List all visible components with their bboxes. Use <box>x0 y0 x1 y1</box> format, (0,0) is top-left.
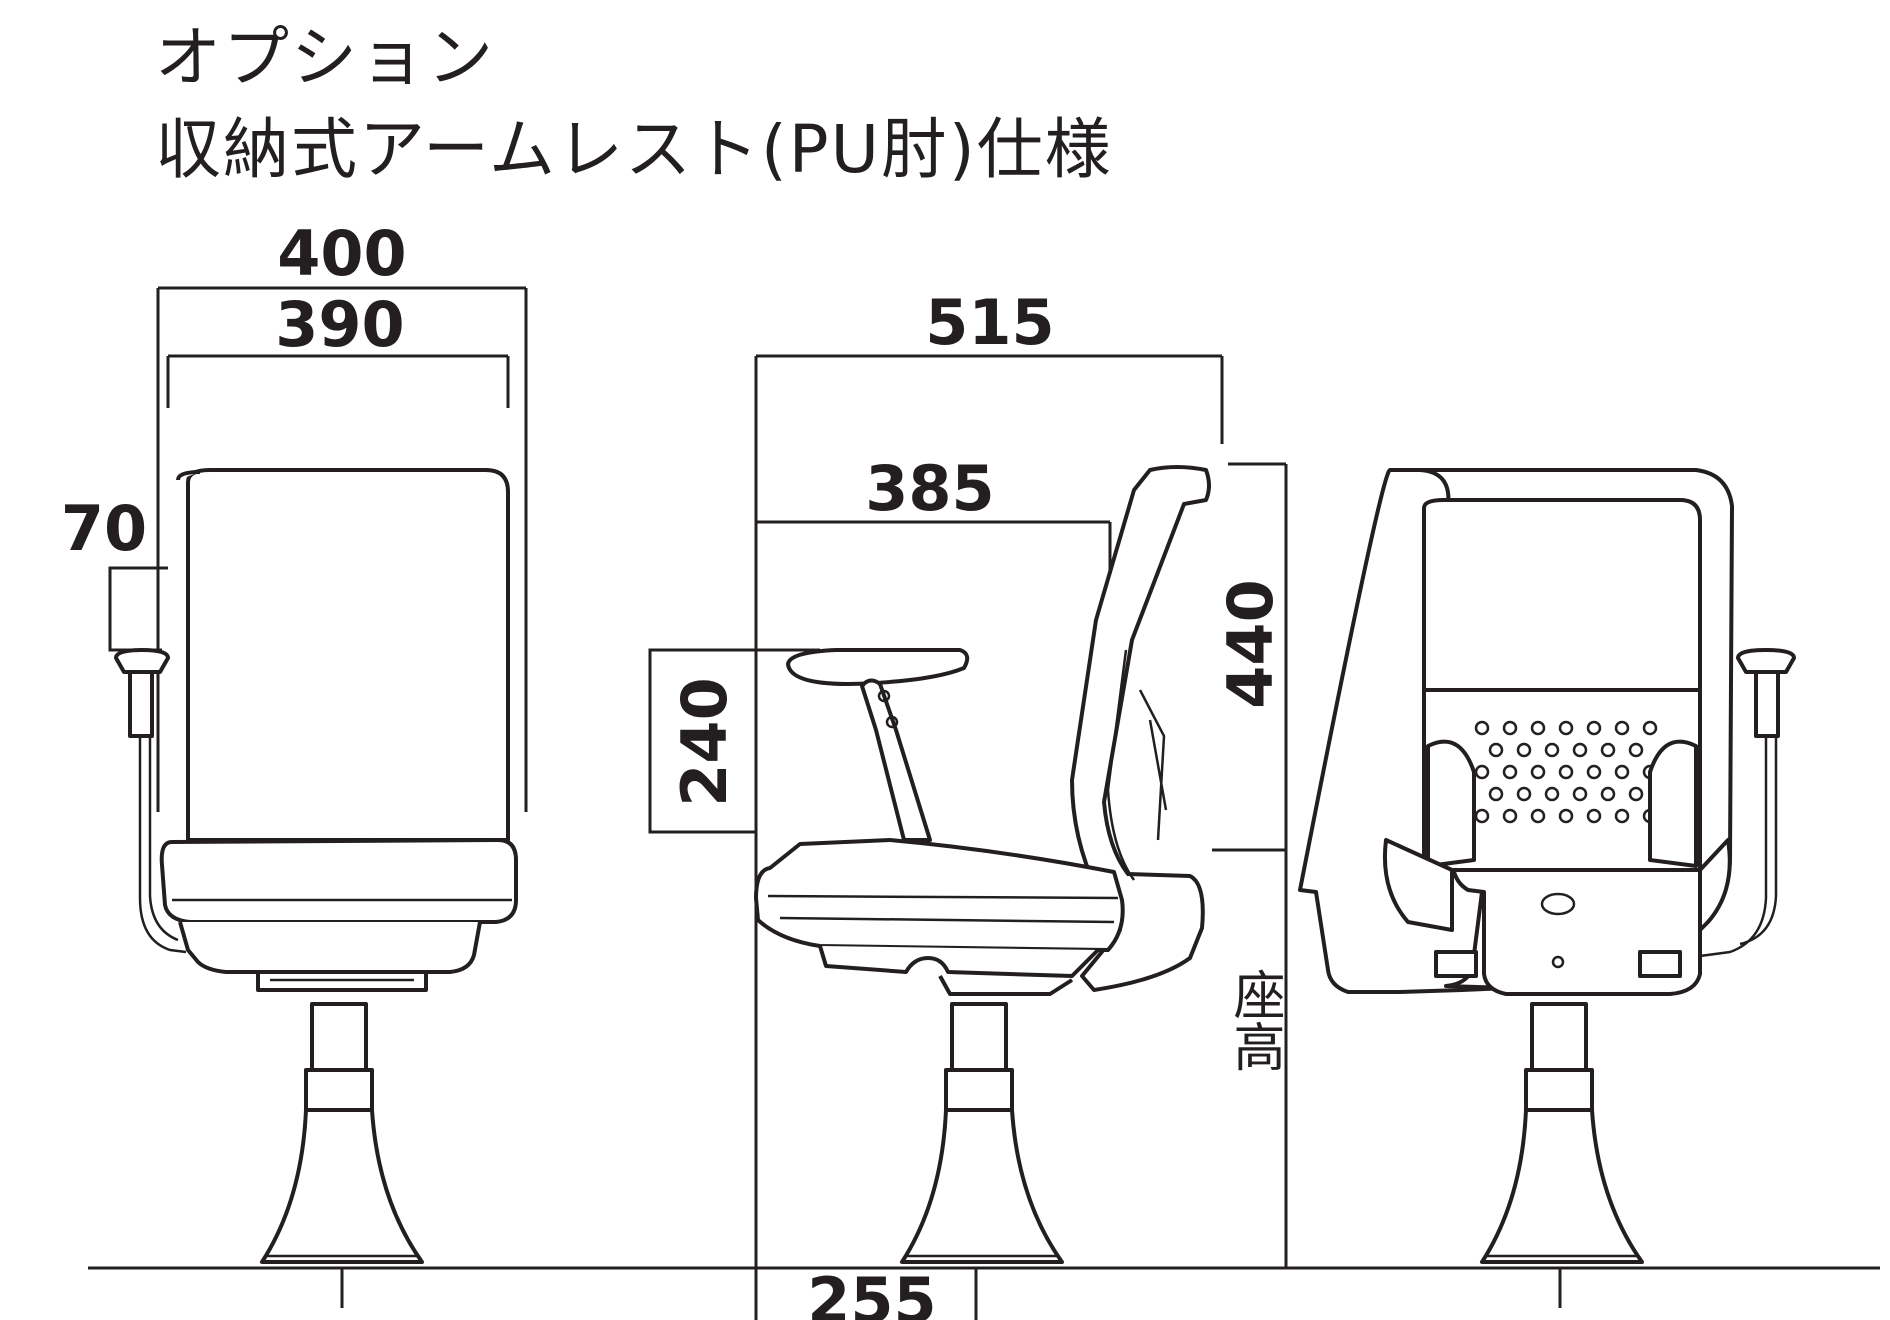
title-spec: 収納式アームレスト(PU肘)仕様 <box>155 111 1113 188</box>
dim-armrest-offset: 70 <box>61 492 147 565</box>
title-option: オプション <box>155 19 495 96</box>
dim-back-height: 440 <box>1214 579 1287 708</box>
rear-view <box>1298 467 1796 1264</box>
dim-seat-depth: 385 <box>865 452 994 525</box>
dim-overall-depth: 515 <box>925 286 1054 359</box>
side-view: 515 385 240 440 座高 255 <box>648 286 1288 1320</box>
dim-base-depth: 255 <box>807 1264 936 1320</box>
front-view: 400 390 70 <box>61 217 528 1264</box>
dim-overall-width: 400 <box>277 217 406 290</box>
dim-armrest-height: 240 <box>668 677 741 806</box>
label-seat-height: 座高 <box>1224 968 1284 1072</box>
dim-back-width: 390 <box>275 288 404 361</box>
